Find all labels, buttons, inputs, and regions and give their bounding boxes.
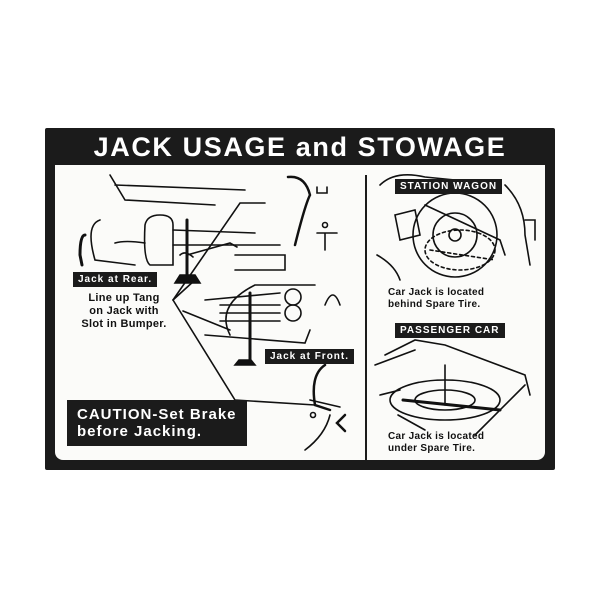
jack-decal: JACK USAGE and STOWAGE xyxy=(45,128,555,470)
decal-title: JACK USAGE and STOWAGE xyxy=(93,132,507,162)
station-wagon-note-line-2: behind Spare Tire. xyxy=(388,299,481,310)
rear-car-drawing xyxy=(78,174,286,284)
station-wagon-note-line-1: Car Jack is located xyxy=(388,287,485,298)
station-wagon-note: Car Jack is located behind Spare Tire. xyxy=(388,287,484,311)
instruction-line-1: Line up Tang xyxy=(88,292,160,304)
bumper-detail-top xyxy=(286,175,338,251)
station-wagon-heading: STATION WAGON xyxy=(395,179,503,194)
passenger-car-note-line-2: under Spare Tire. xyxy=(388,443,476,454)
passenger-car-note-line-1: Car Jack is located xyxy=(388,431,485,442)
section-divider xyxy=(365,175,367,460)
instruction-line-3: Slot in Bumper. xyxy=(81,318,167,330)
passenger-car-drawing xyxy=(374,339,531,436)
bumper-detail-bottom xyxy=(304,363,347,451)
instruction-line-2: on Jack with xyxy=(89,305,159,317)
caution-line-2: before Jacking. xyxy=(77,423,203,440)
front-car-drawing xyxy=(204,284,341,366)
instruction-text: Line up Tang on Jack with Slot in Bumper… xyxy=(68,292,180,331)
caution-line-1: CAUTION-Set Brake xyxy=(77,406,237,423)
passenger-car-note: Car Jack is located under Spare Tire. xyxy=(388,431,484,455)
jack-at-front-label: Jack at Front. xyxy=(265,349,355,364)
passenger-car-heading: PASSENGER CAR xyxy=(395,323,505,338)
jack-at-rear-label: Jack at Rear. xyxy=(73,272,158,287)
jack-illustration xyxy=(78,174,536,451)
caution-box: CAUTION-Set Brake before Jacking. xyxy=(67,400,247,446)
decal-panel: Jack at Rear. Jack at Front. Line up Tan… xyxy=(55,165,545,460)
